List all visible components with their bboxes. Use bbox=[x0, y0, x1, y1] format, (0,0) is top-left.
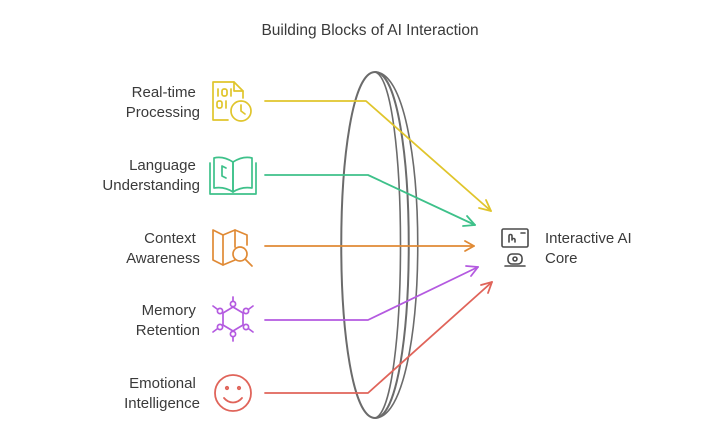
label-language-line2: Understanding bbox=[102, 177, 200, 194]
label-memory-line2: Retention bbox=[136, 322, 200, 339]
label-realtime-processing: Real-time Processing bbox=[126, 84, 200, 121]
diagram-title: Building Blocks of AI Interaction bbox=[261, 22, 478, 39]
label-realtime-line1: Real-time bbox=[132, 84, 196, 101]
label-interactive-ai-core: Interactive AI Core bbox=[545, 230, 636, 267]
label-memory-retention: Memory Retention bbox=[136, 302, 200, 339]
label-memory-line1: Memory bbox=[142, 302, 197, 319]
label-language-line1: Language bbox=[129, 157, 196, 174]
binary-clock-icon bbox=[212, 81, 252, 122]
label-core-line1: Interactive AI bbox=[545, 230, 632, 247]
label-emotional-intelligence: Emotional Intelligence bbox=[124, 375, 200, 412]
map-search-icon bbox=[212, 229, 253, 267]
robot-screen-icon bbox=[501, 228, 529, 267]
label-emotional-line2: Intelligence bbox=[124, 395, 200, 412]
smiley-face-icon bbox=[214, 374, 252, 412]
arrow-context-awareness bbox=[264, 240, 475, 252]
label-core-line2: Core bbox=[545, 250, 578, 267]
arrow-realtime-processing bbox=[264, 100, 492, 212]
label-context-line2: Awareness bbox=[126, 250, 200, 267]
lens-shape bbox=[340, 71, 419, 419]
arrow-memory-retention bbox=[264, 265, 479, 321]
label-realtime-line2: Processing bbox=[126, 104, 200, 121]
open-book-icon bbox=[209, 156, 257, 195]
label-context-line1: Context bbox=[144, 230, 197, 247]
arrow-emotional-intelligence bbox=[264, 281, 493, 394]
label-context-awareness: Context Awareness bbox=[126, 230, 200, 267]
molecule-network-icon bbox=[212, 296, 254, 342]
label-language-understanding: Language Understanding bbox=[102, 157, 200, 194]
label-emotional-line1: Emotional bbox=[129, 375, 196, 392]
arrow-language-understanding bbox=[264, 174, 476, 227]
